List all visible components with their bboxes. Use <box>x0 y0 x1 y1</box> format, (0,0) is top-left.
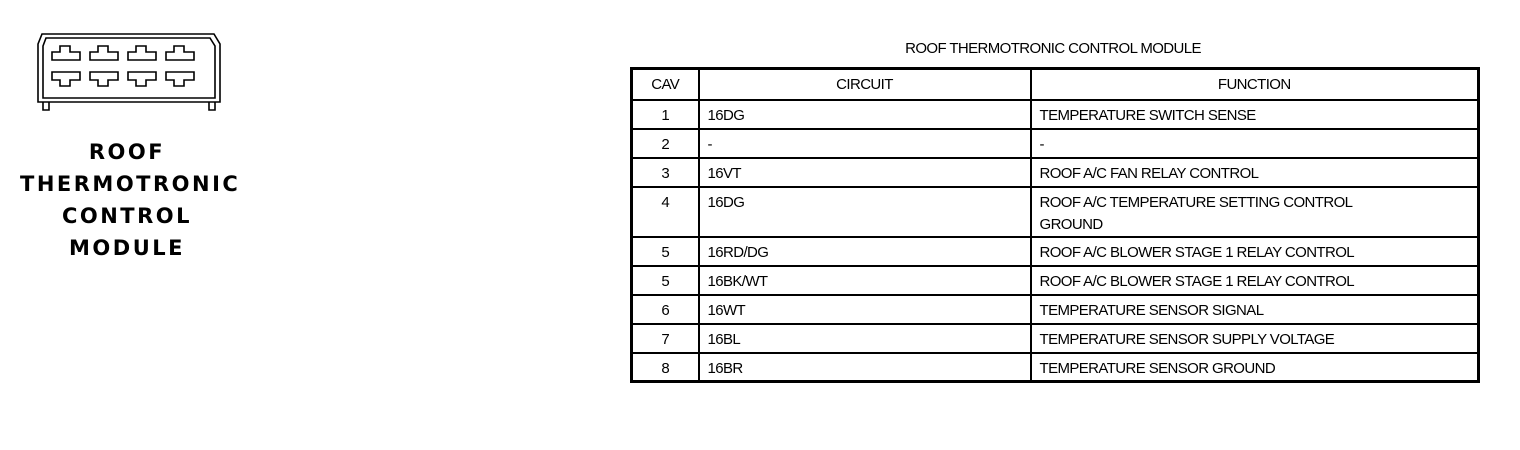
table-row: 2 - - <box>630 127 1480 159</box>
pinout-table: CAV CIRCUIT FUNCTION 1 16DG TEMPERATURE … <box>630 67 1480 383</box>
cell-function: - <box>1029 127 1480 159</box>
cell-circuit: 16BL <box>697 322 1032 354</box>
cell-circuit: 16BR <box>697 351 1032 383</box>
cell-function: ROOF A/C BLOWER STAGE 1 RELAY CONTROL <box>1029 264 1480 296</box>
table-row: 1 16DG TEMPERATURE SWITCH SENSE <box>630 98 1480 130</box>
cell-circuit: 16VT <box>697 156 1032 188</box>
table-row: 6 16WT TEMPERATURE SENSOR SIGNAL <box>630 293 1480 325</box>
table-row: 5 16RD/DG ROOF A/C BLOWER STAGE 1 RELAY … <box>630 235 1480 267</box>
cell-cav: 3 <box>630 156 700 188</box>
table-row: 4 16DG ROOF A/C TEMPERATURE SETTING CONT… <box>630 185 1480 238</box>
module-label-line: CONTROL <box>61 204 193 228</box>
cell-function: TEMPERATURE SENSOR GROUND <box>1029 351 1480 383</box>
cell-cav: 8 <box>630 351 700 383</box>
cell-function: ROOF A/C BLOWER STAGE 1 RELAY CONTROL <box>1029 235 1480 267</box>
module-label: ROOF THERMOTRONIC CONTROL MODULE <box>20 136 241 264</box>
cell-function: TEMPERATURE SWITCH SENSE <box>1029 98 1480 130</box>
table-row: 8 16BR TEMPERATURE SENSOR GROUND <box>630 351 1480 383</box>
connector-face-diagram <box>37 33 221 111</box>
header-row: CAV CIRCUIT FUNCTION <box>630 67 1480 101</box>
table-row: 3 16VT ROOF A/C FAN RELAY CONTROL <box>630 156 1480 188</box>
cell-cav: 5 <box>630 264 700 296</box>
cell-circuit: 16WT <box>697 293 1032 325</box>
header-function: FUNCTION <box>1029 67 1480 101</box>
cell-function: TEMPERATURE SENSOR SUPPLY VOLTAGE <box>1029 322 1480 354</box>
table-row: 7 16BL TEMPERATURE SENSOR SUPPLY VOLTAGE <box>630 322 1480 354</box>
table-title: ROOF THERMOTRONIC CONTROL MODULE <box>905 40 1201 57</box>
cell-function: ROOF A/C TEMPERATURE SETTING CONTROL GRO… <box>1029 185 1480 238</box>
cell-function: ROOF A/C FAN RELAY CONTROL <box>1029 156 1480 188</box>
cell-circuit: 16DG <box>697 98 1032 130</box>
header-cav: CAV <box>630 67 700 101</box>
module-label-line: ROOF <box>88 140 166 164</box>
cell-cav: 4 <box>630 185 700 238</box>
cell-circuit: 16BK/WT <box>697 264 1032 296</box>
cell-cav: 5 <box>630 235 700 267</box>
cell-cav: 1 <box>630 98 700 130</box>
cell-cav: 6 <box>630 293 700 325</box>
module-label-line: THERMOTRONIC <box>20 172 241 196</box>
cell-circuit: 16RD/DG <box>697 235 1032 267</box>
module-label-line: MODULE <box>69 236 185 260</box>
cell-circuit: 16DG <box>697 185 1032 238</box>
table-row: 5 16BK/WT ROOF A/C BLOWER STAGE 1 RELAY … <box>630 264 1480 296</box>
cell-cav: 2 <box>630 127 700 159</box>
cell-function: TEMPERATURE SENSOR SIGNAL <box>1029 293 1480 325</box>
cell-circuit: - <box>697 127 1032 159</box>
header-circuit: CIRCUIT <box>697 67 1032 101</box>
cell-cav: 7 <box>630 322 700 354</box>
